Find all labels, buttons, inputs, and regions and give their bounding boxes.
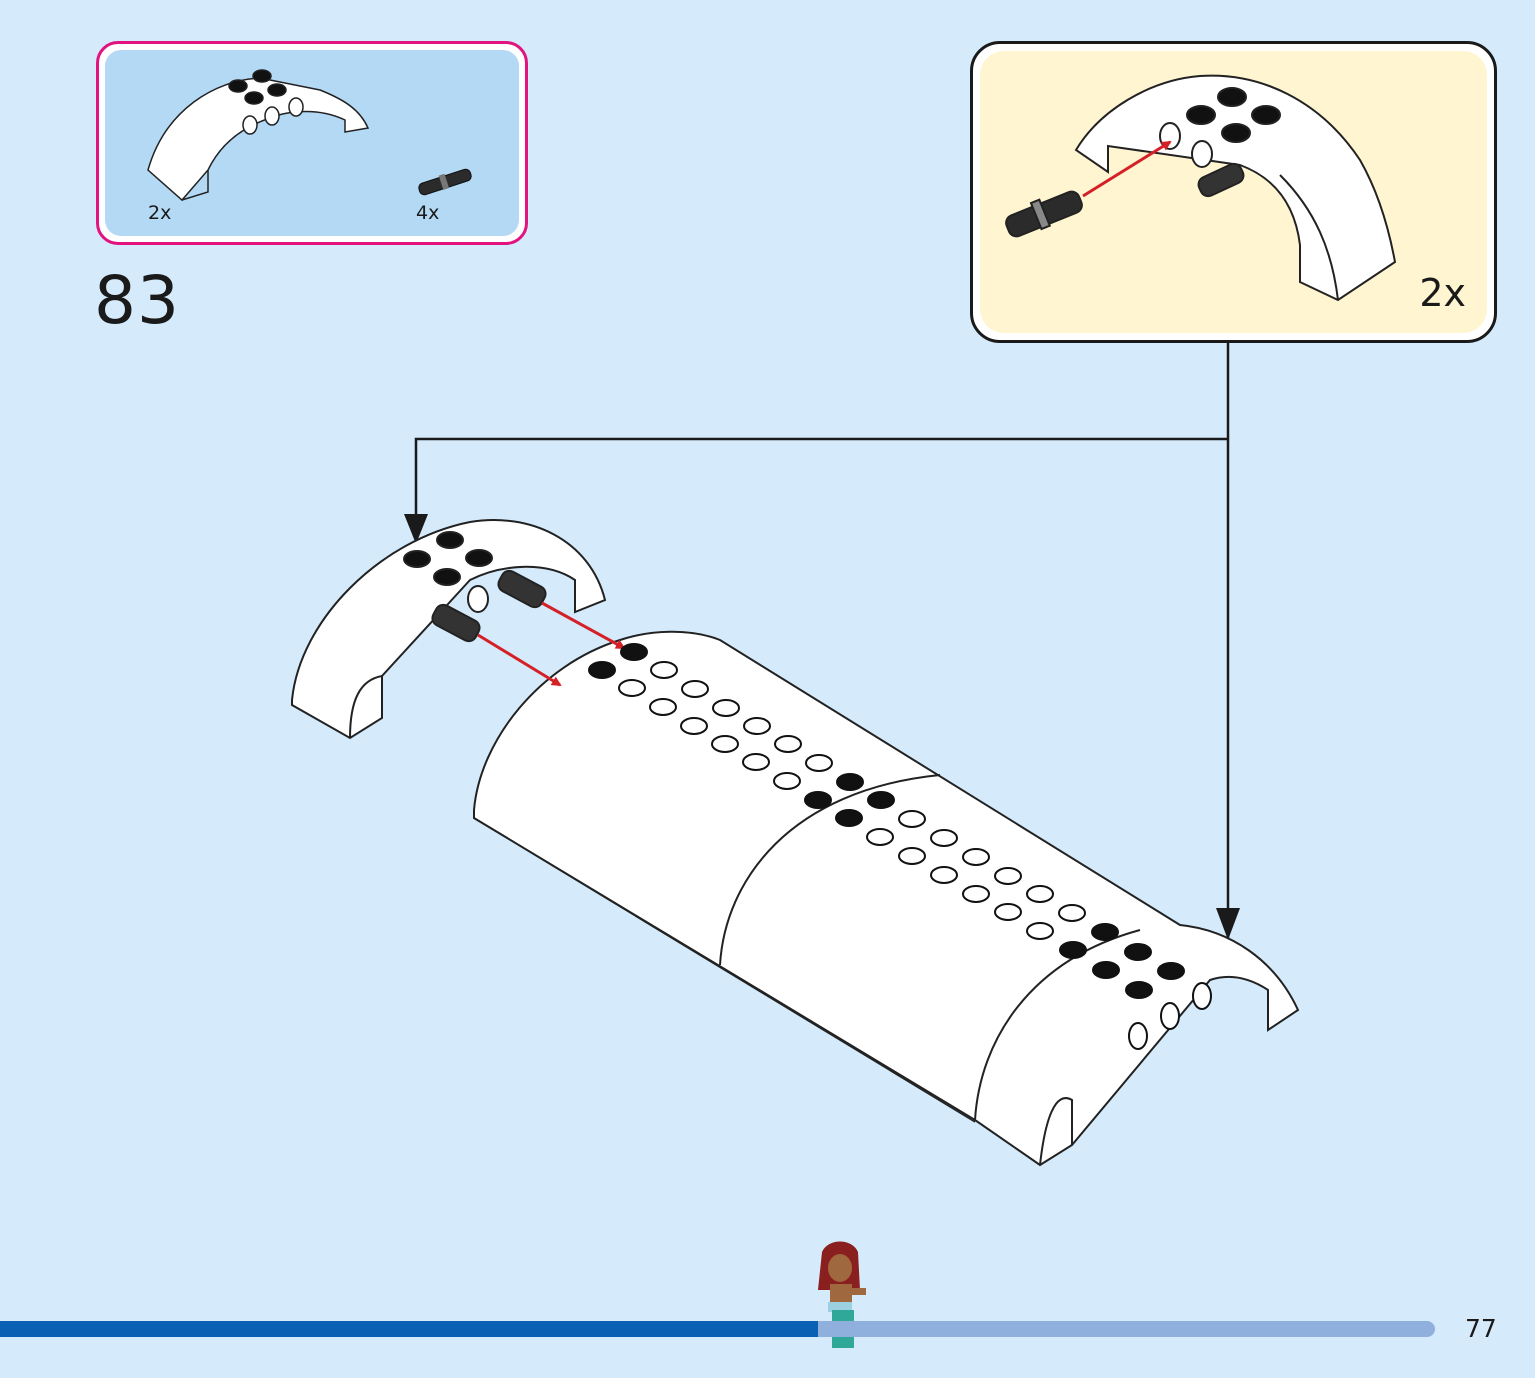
progress-bar-fill: [0, 1321, 818, 1337]
leader-arrowhead-left: [404, 514, 428, 544]
pin-insert-arrow-upper: [541, 601, 626, 650]
callout-insert-arrow: [1082, 140, 1172, 198]
connector-pin-part-icon: [418, 168, 472, 196]
part-quantity-pin: 4x: [416, 202, 440, 224]
part-quantity-arch: 2x: [148, 202, 172, 224]
callout-arch-brick: [1005, 74, 1397, 302]
callout-quantity: 2x: [1419, 271, 1466, 315]
step-number: 83: [94, 262, 180, 339]
parts-list-box: [96, 41, 528, 245]
main-curved-roof-assembly: [473, 630, 1300, 1167]
front-arch-brick: [291, 519, 607, 740]
minifigure-icon: [818, 1241, 866, 1348]
leader-arrowhead-right: [1216, 908, 1240, 940]
callout-leader-lines: [414, 340, 1230, 940]
progress-bar: [0, 1321, 1435, 1337]
page-number: 77: [1465, 1314, 1497, 1343]
roof-studs: [588, 643, 1212, 1050]
pin-insert-arrow-lower: [477, 633, 562, 687]
arch-brick-part-icon: [147, 69, 370, 202]
